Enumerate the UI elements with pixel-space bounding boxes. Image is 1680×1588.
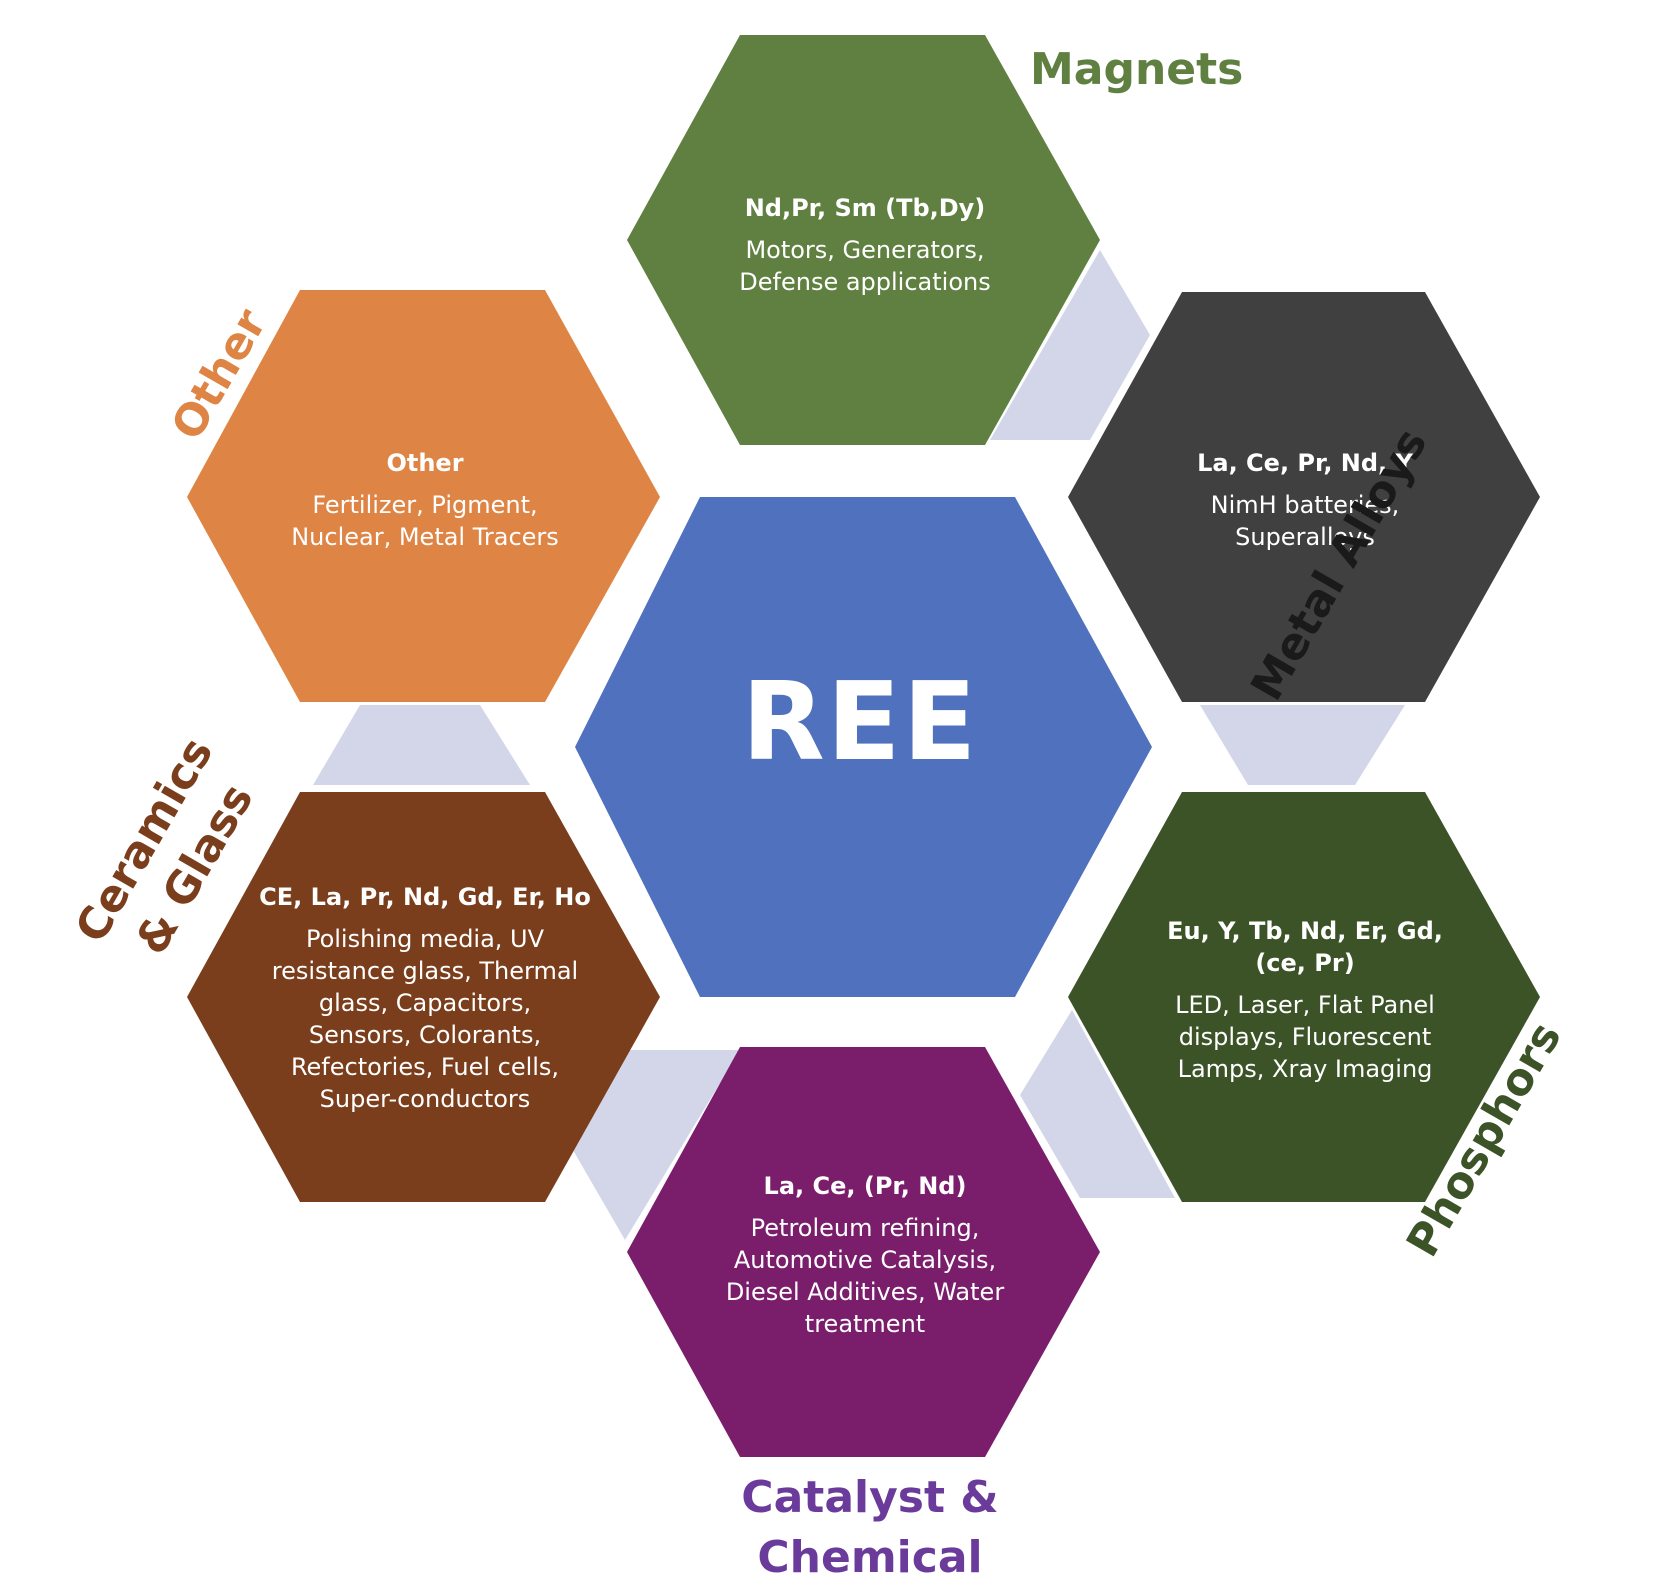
hexagon-metal-alloys: [1068, 292, 1540, 702]
catalyst-content: La, Ce, (Pr, Nd) Petroleum refining, Aut…: [700, 1150, 1030, 1360]
hexagon-ceramics: [187, 792, 660, 1202]
other-content: Other Fertilizer, Pigment, Nuclear, Meta…: [255, 425, 595, 575]
phosphors-elements: Eu, Y, Tb, Nd, Er, Gd, (ce, Pr): [1167, 917, 1443, 977]
connector-catalyst-ceramics: [570, 1050, 740, 1240]
connector-metal-alloys-phosphors: [1200, 705, 1405, 785]
connector-magnets-metal-alloys: [990, 250, 1150, 440]
metal-alloys-applications: NimH batteries, Superalloys: [1210, 491, 1400, 551]
catalyst-title-line-1: Catalyst & Chemical: [741, 1472, 999, 1583]
catalyst-applications: Petroleum refining, Automotive Catalysis…: [725, 1214, 1005, 1338]
catalyst-title: Catalyst & Chemical: [680, 1468, 1060, 1588]
metal-alloys-elements: La, Ce, Pr, Nd, Y: [1197, 449, 1413, 477]
hexagon-other: [187, 290, 660, 702]
magnets-content: Nd,Pr, Sm (Tb,Dy) Motors, Generators, De…: [700, 170, 1030, 320]
ceramics-content: CE, La, Pr, Nd, Gd, Er, Ho Polishing med…: [255, 870, 595, 1125]
catalyst-elements: La, Ce, (Pr, Nd): [763, 1172, 967, 1200]
connector-ceramics-other: [313, 705, 530, 785]
ree-applications-diagram: [187, 35, 1540, 1457]
hexagon-phosphors: [1068, 792, 1540, 1202]
center-label: REE: [741, 660, 979, 785]
magnets-title: Magnets: [1030, 44, 1244, 95]
phosphors-applications: LED, Laser, Flat Panel displays, Fluores…: [1175, 991, 1435, 1083]
other-elements: Other: [386, 449, 464, 477]
other-applications: Fertilizer, Pigment, Nuclear, Metal Trac…: [291, 491, 559, 551]
magnets-elements: Nd,Pr, Sm (Tb,Dy): [744, 194, 986, 222]
ceramics-elements: CE, La, Pr, Nd, Gd, Er, Ho: [259, 882, 591, 911]
connector-phosphors-catalyst: [1020, 1010, 1175, 1198]
hexagon-magnets: [627, 35, 1100, 445]
phosphors-content: Eu, Y, Tb, Nd, Er, Gd, (ce, Pr) LED, Las…: [1140, 895, 1470, 1105]
metal-alloys-content: La, Ce, Pr, Nd, Y NimH batteries, Supera…: [1140, 425, 1470, 575]
ceramics-applications: Polishing media, UV resistance glass, Th…: [271, 924, 579, 1113]
magnets-applications: Motors, Generators, Defense applications: [739, 236, 991, 296]
hexagon-catalyst: [627, 1047, 1100, 1457]
hexagon-center-ree: [575, 497, 1152, 997]
